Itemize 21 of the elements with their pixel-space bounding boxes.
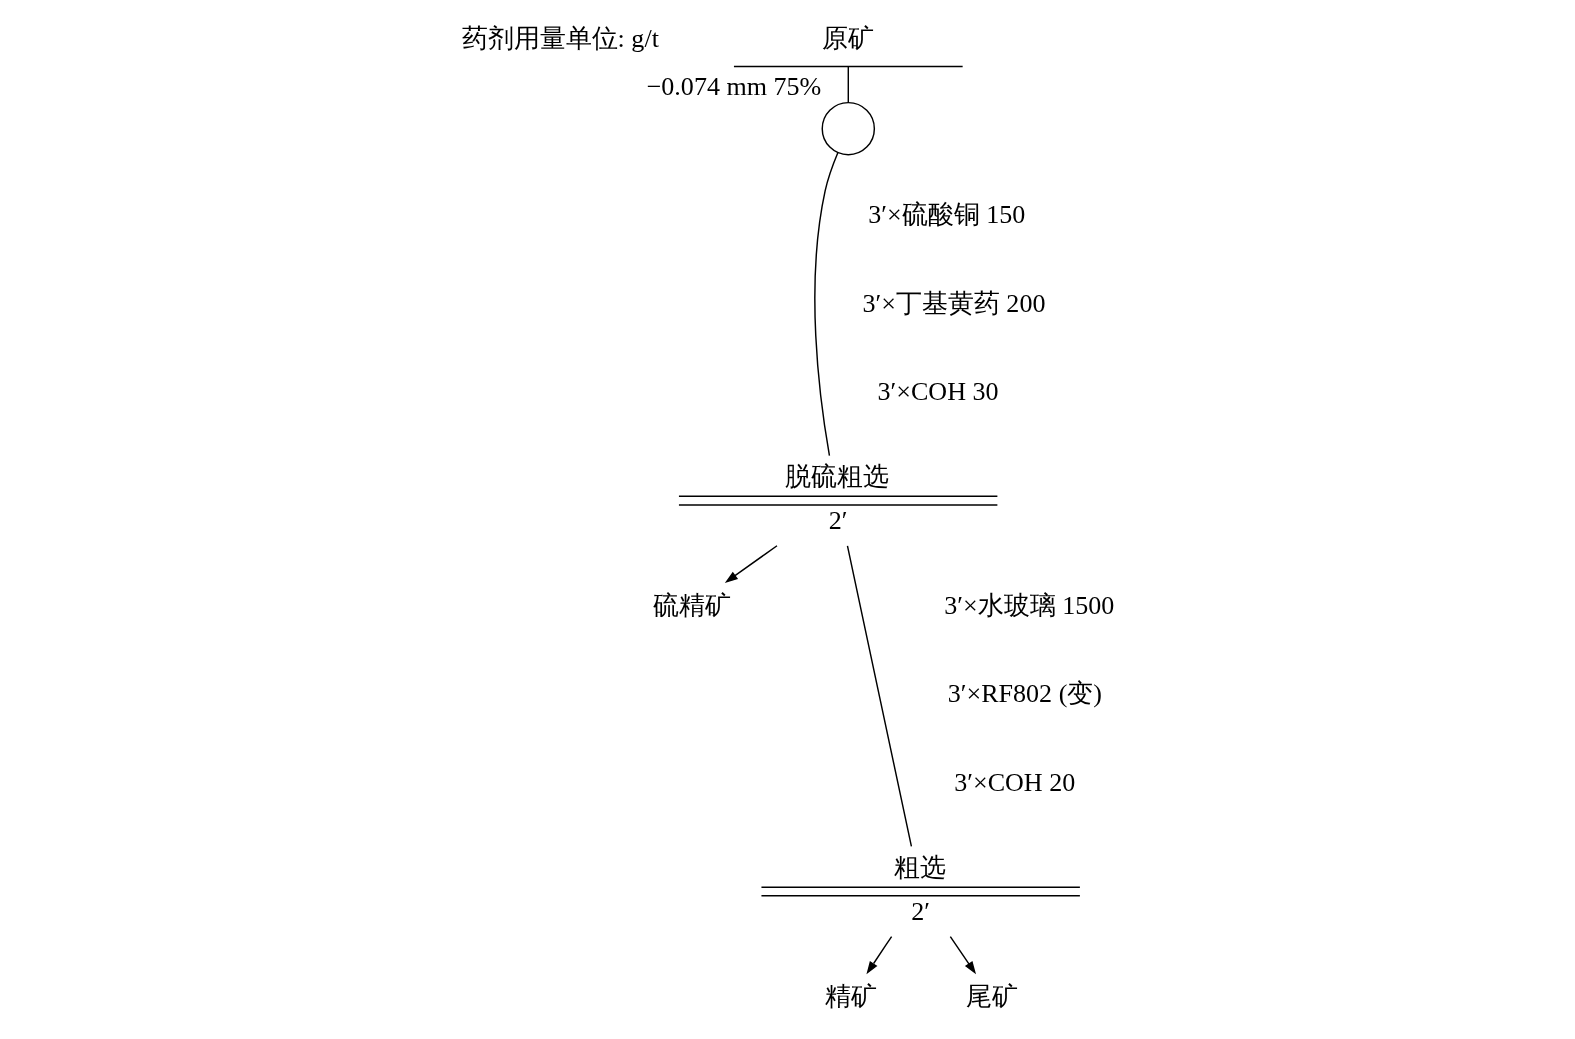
label: 药剂用量单位: g/t bbox=[461, 23, 659, 53]
arrow bbox=[724, 545, 778, 583]
connector bbox=[847, 65, 849, 103]
label: 3′×COH 30 bbox=[877, 376, 999, 406]
connector bbox=[814, 152, 839, 457]
label: 3′×硫酸铜 150 bbox=[868, 200, 1026, 230]
node-text: 精矿 bbox=[825, 981, 878, 1011]
label: 3′×水玻璃 1500 bbox=[944, 591, 1115, 621]
label: 3′×丁基黄药 200 bbox=[862, 288, 1046, 318]
arrow bbox=[949, 935, 977, 975]
node-circle bbox=[821, 101, 876, 156]
arrow bbox=[866, 935, 893, 975]
node-text: 粗选 2′ bbox=[893, 853, 946, 926]
node-text: 硫精矿 bbox=[652, 591, 731, 621]
connector bbox=[846, 545, 913, 848]
label: 3′×RF802 (变) bbox=[947, 679, 1102, 709]
node-text: 尾矿 bbox=[965, 981, 1018, 1011]
label: 3′×COH 20 bbox=[954, 767, 1076, 797]
node-text: 原矿 bbox=[822, 23, 875, 53]
node-label: −0.074 mm 75% bbox=[646, 71, 822, 101]
node-text: 脱硫粗选 2′ bbox=[785, 462, 890, 535]
